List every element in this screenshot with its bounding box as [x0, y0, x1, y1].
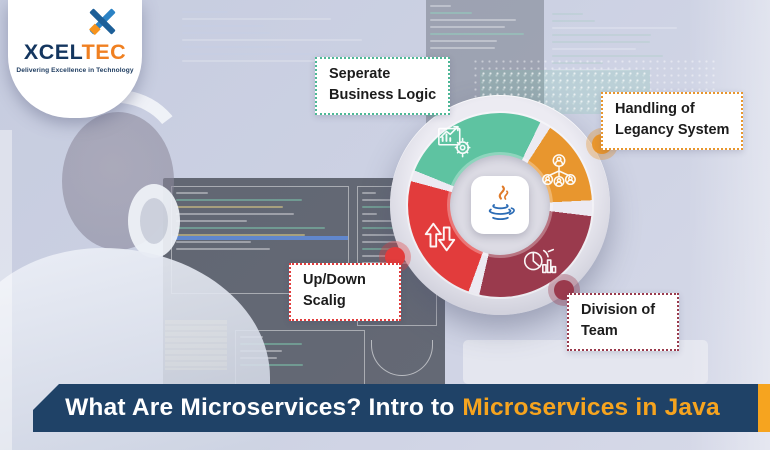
- code-line: [182, 46, 285, 48]
- code-line: [362, 241, 407, 243]
- code-line: [362, 248, 396, 250]
- code-line: [552, 27, 678, 29]
- connector-dot-red: [385, 247, 405, 267]
- code-line: [552, 55, 663, 57]
- code-line: [182, 25, 265, 27]
- growth-chart-icon: [436, 121, 474, 159]
- code-line: [176, 206, 283, 208]
- code-line: [182, 32, 270, 34]
- code-line: [176, 192, 208, 194]
- pie-bar-chart-icon: [520, 242, 558, 280]
- code-line: [176, 199, 302, 201]
- xceltec-logo-badge: XCELTEC Delivering Excellence in Technol…: [8, 0, 142, 118]
- code-line: [362, 192, 377, 194]
- code-line: [176, 220, 247, 222]
- code-line: [362, 213, 378, 215]
- background-light-strip: [0, 130, 12, 450]
- code-line: [430, 19, 516, 21]
- headphone-earcup-pad: [140, 198, 168, 244]
- brand-name: XCELTEC: [8, 40, 142, 64]
- code-line: [182, 39, 363, 41]
- wireframe-plot: [371, 340, 433, 376]
- code-line: [362, 206, 398, 208]
- background-code-lines: [178, 6, 433, 156]
- brand-name-primary: XCEL: [23, 40, 82, 64]
- code-line: [430, 33, 524, 35]
- banner-accent-bar: [758, 384, 770, 432]
- code-line: [362, 227, 414, 229]
- code-line: [430, 26, 506, 28]
- label-up-down-scaling: Up/Down Scalig: [289, 263, 401, 322]
- code-line: [430, 47, 495, 49]
- code-line: [176, 227, 326, 229]
- code-line: [182, 11, 228, 13]
- title-plain-text: What Are Microservices? Intro to: [65, 394, 455, 421]
- brand-name-secondary: TEC: [81, 40, 127, 64]
- code-line: [176, 248, 271, 250]
- code-line: [430, 40, 497, 42]
- code-line: [552, 48, 637, 50]
- microservices-donut-diagram: [385, 91, 612, 315]
- code-line: [240, 364, 303, 366]
- code-line: [552, 13, 583, 15]
- code-line: [182, 53, 333, 55]
- code-line: [430, 12, 472, 14]
- label-separate-business-logic: Seperate Business Logic: [315, 57, 451, 116]
- java-logo: [488, 185, 515, 221]
- code-line: [176, 234, 306, 236]
- xceltec-x-icon: [89, 8, 116, 36]
- code-line: [552, 41, 651, 43]
- title-banner: What Are Microservices? Intro to Microser…: [33, 384, 770, 432]
- up-down-arrows-icon: [421, 218, 459, 256]
- code-line: [176, 241, 251, 243]
- page-title: What Are Microservices? Intro to Microser…: [65, 394, 738, 422]
- code-line: [240, 343, 302, 345]
- code-line: [362, 199, 417, 201]
- code-line: [552, 20, 595, 22]
- code-highlight-line: [172, 236, 348, 240]
- background-light-wash: [688, 0, 770, 450]
- code-line: [176, 213, 295, 215]
- code-line: [362, 234, 410, 236]
- title-highlight-text: Microservices in Java: [462, 394, 720, 421]
- code-line: [182, 60, 365, 62]
- code-line: [182, 18, 332, 20]
- label-handling-of-legacy-system: Handling of Legancy System: [601, 92, 744, 151]
- code-line: [430, 5, 452, 7]
- code-line: [552, 34, 651, 36]
- code-line: [362, 220, 414, 222]
- java-center-card: [471, 176, 529, 234]
- brand-tagline: Delivering Excellence in Technology: [16, 67, 134, 74]
- team-hierarchy-icon: [540, 152, 578, 190]
- code-line: [552, 62, 603, 64]
- label-division-of-team: Division of Team: [567, 293, 679, 352]
